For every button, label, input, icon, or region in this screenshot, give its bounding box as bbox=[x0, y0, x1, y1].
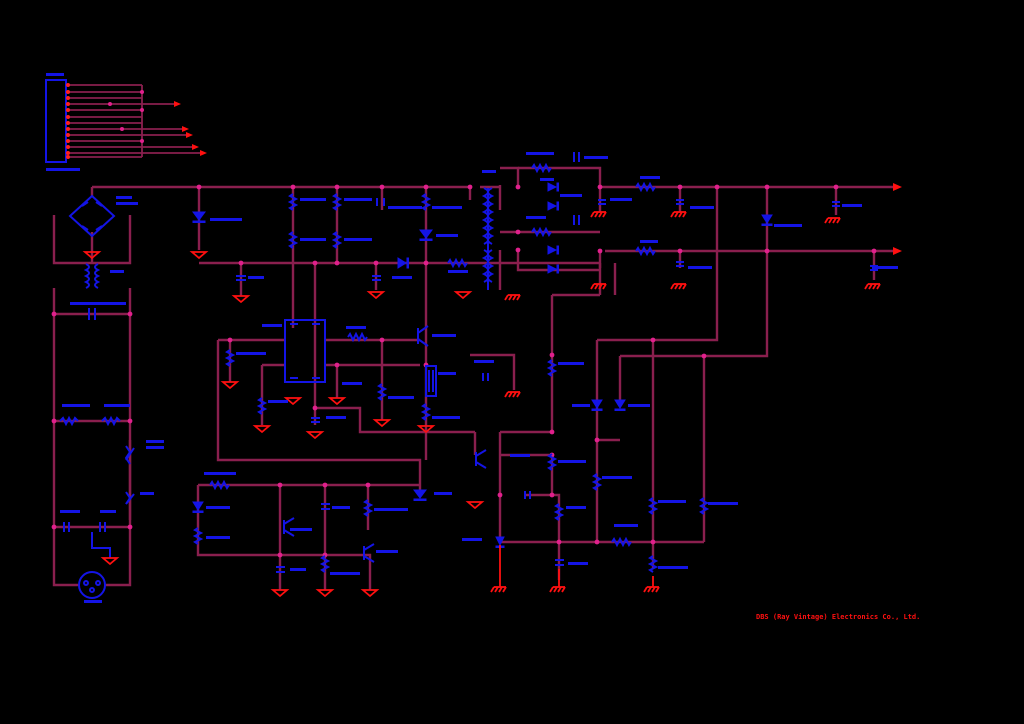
bridge-rectifier bbox=[68, 194, 116, 238]
optocoupler bbox=[425, 365, 437, 397]
y-capacitors bbox=[63, 522, 111, 558]
designator-marks bbox=[46, 73, 898, 603]
resistors bbox=[192, 162, 710, 573]
company-name: DBS (Ray Vintage) Electronics Co., Ltd. bbox=[756, 613, 920, 621]
main-transformer bbox=[481, 187, 495, 290]
x-capacitor bbox=[88, 308, 96, 320]
input-choke bbox=[83, 263, 101, 289]
components bbox=[59, 152, 878, 599]
pwm-controller-ic bbox=[284, 319, 326, 383]
transistors bbox=[283, 325, 487, 563]
fuse bbox=[124, 445, 135, 465]
capacitors bbox=[236, 152, 878, 573]
wiring bbox=[51, 166, 902, 590]
input-resistors bbox=[59, 415, 121, 427]
ac-inlet bbox=[78, 571, 106, 599]
output-connector bbox=[45, 79, 207, 163]
ground-symbols bbox=[82, 211, 881, 598]
varistor bbox=[125, 491, 135, 505]
diodes bbox=[192, 182, 773, 548]
